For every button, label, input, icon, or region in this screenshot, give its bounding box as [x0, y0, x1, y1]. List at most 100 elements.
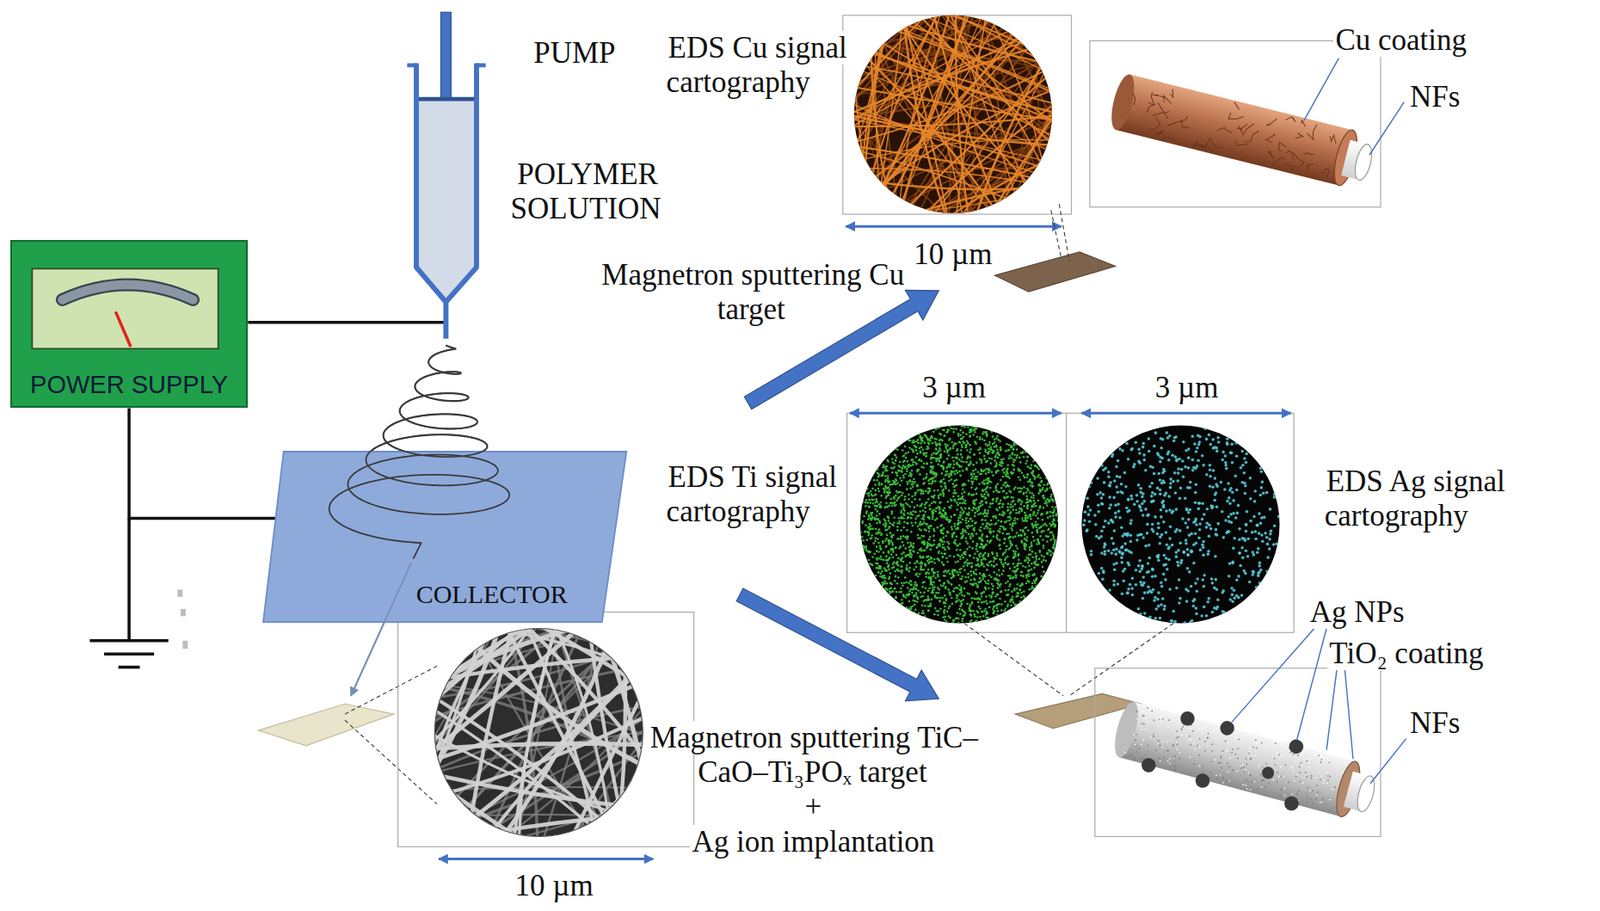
ti-ag-eds-maps	[911, 549, 915, 553]
ti-ag-eds-maps	[968, 507, 972, 511]
ti-ag-eds-maps	[1036, 516, 1040, 520]
syringe	[416, 63, 477, 302]
ti-ag-eds-maps	[916, 484, 919, 487]
ti-ag-eds-maps	[961, 431, 965, 435]
ti-ag-eds-maps	[913, 493, 917, 497]
ti-ag-eds-maps	[932, 528, 936, 531]
ti-ag-eds-maps	[880, 581, 884, 585]
ti-ag-eds-maps	[943, 516, 947, 519]
spark-dots	[177, 589, 188, 649]
ti-ag-eds-maps	[874, 574, 878, 578]
ti-ag-eds-maps	[1003, 551, 1007, 554]
ti-ag-eds-maps	[946, 449, 949, 452]
ti-ag-eds-maps	[990, 480, 993, 484]
ti-ag-eds-maps	[1013, 442, 1016, 445]
cu-eds-map	[828, 81, 1083, 124]
ti-ag-eds-maps	[965, 446, 968, 450]
ti-ag-eds-maps	[1025, 576, 1028, 579]
ti-ag-eds-maps	[1033, 560, 1037, 564]
ti-ag-eds-maps	[1042, 506, 1046, 510]
ti-ag-eds-maps	[957, 621, 960, 625]
ti-ag-eds-maps	[932, 581, 936, 585]
ti-ag-eds-maps	[937, 497, 941, 500]
ti-ag-eds-maps	[924, 586, 928, 590]
ti-ag-eds-maps	[984, 582, 988, 585]
ti-ag-eds-maps	[1002, 457, 1005, 461]
ti-ag-eds-maps	[973, 503, 977, 506]
cu-eds-map	[871, 0, 1010, 215]
cu-fiber-sketch	[1304, 151, 1315, 157]
ti-ag-eds-maps	[1027, 529, 1030, 532]
ti-ag-eds-maps	[984, 467, 988, 471]
ti-ag-eds-maps	[886, 565, 890, 568]
ti-ag-eds-maps	[862, 515, 866, 518]
ti-ag-eds-maps	[998, 530, 1002, 534]
ti-ag-eds-maps	[880, 494, 883, 498]
ti-ag-eds-maps	[1031, 492, 1034, 495]
ti-ag-eds-maps	[929, 439, 932, 443]
ti-ag-eds-maps	[1011, 504, 1015, 508]
ti-ag-eds-maps	[943, 618, 947, 622]
ti-ag-eds-maps	[1006, 467, 1010, 471]
ti-ag-eds-maps	[981, 480, 985, 484]
ti-ag-eds-maps	[978, 546, 982, 549]
ti-ag-eds-maps	[989, 528, 992, 531]
ti-ag-eds-maps	[959, 571, 962, 574]
ti-ag-eds-maps	[929, 578, 932, 581]
cu-fiber-sketch	[1282, 162, 1295, 173]
ti-ag-eds-maps	[1022, 486, 1026, 489]
cu-eds-map	[867, 0, 1102, 99]
ti-ag-eds-maps	[1026, 465, 1029, 468]
ti-ag-eds-maps	[891, 543, 894, 547]
ti-ag-eds-maps	[933, 613, 936, 616]
ti-ag-eds-maps	[951, 603, 954, 606]
ti-ag-eds-maps	[929, 524, 933, 528]
ti-ag-eds-maps	[989, 461, 992, 465]
ti-ag-eds-maps	[962, 565, 966, 568]
ti-ag-eds-maps	[1003, 561, 1007, 565]
ti-ag-eds-maps	[918, 562, 922, 566]
ti-ag-eds-maps	[1017, 534, 1021, 537]
ti-ag-eds-maps	[1039, 476, 1042, 480]
ti-ag-eds-maps	[910, 553, 914, 557]
ti-ag-eds-maps	[1040, 480, 1044, 483]
ti-ag-eds-maps	[935, 591, 938, 595]
ti-ag-eds-maps	[981, 437, 985, 441]
ti-ag-eds-maps	[923, 615, 927, 618]
ti-ag-eds-maps	[898, 520, 901, 524]
ti-ag-eds-maps	[1034, 504, 1038, 508]
ti-ag-eds-maps	[861, 539, 865, 542]
ti-ag-eds-maps	[978, 572, 982, 575]
ti-ag-eds-maps	[928, 572, 931, 575]
ti-ag-eds-maps	[938, 511, 942, 515]
ti-ag-eds-maps	[953, 489, 957, 493]
ti-ag-eds-maps	[899, 545, 903, 548]
cu-eds-map	[821, 172, 1079, 191]
ti-ag-eds-maps	[869, 490, 873, 493]
ti-ag-eds-maps	[1042, 555, 1046, 559]
ti-ag-eds-maps	[887, 550, 891, 554]
ti-ag-eds-maps	[1008, 443, 1011, 447]
ti-ag-eds-maps	[905, 564, 909, 567]
ti-ag-eds-maps	[928, 504, 931, 507]
ti-ag-eds-maps	[886, 491, 889, 494]
cu-sample	[995, 203, 1116, 292]
ti-ag-eds-maps	[904, 465, 907, 468]
ti-ag-eds-maps	[1023, 547, 1027, 551]
ti-ag-eds-maps	[1032, 460, 1035, 463]
ti-ag-eds-maps	[941, 584, 945, 588]
ti-ag-eds-maps	[1000, 458, 1004, 462]
ti-ag-eds-maps	[879, 531, 882, 535]
ti-ag-eds-maps	[942, 461, 946, 464]
ti-ag-eds-maps	[894, 596, 898, 600]
ti-ag-eds-maps	[1042, 559, 1046, 562]
ti-ag-eds-maps	[1015, 531, 1019, 535]
ti-ag-eds-maps	[869, 527, 873, 530]
ti-ag-eds-maps	[906, 451, 910, 455]
ti-ag-eds-maps	[950, 499, 954, 503]
ti-ag-eds-maps	[1015, 511, 1018, 515]
ti-ag-eds-maps	[932, 476, 936, 480]
ti-ag-eds-maps	[1033, 464, 1037, 468]
ti-ag-eds-maps	[864, 504, 868, 508]
ti-ag-eds-maps	[914, 609, 917, 612]
